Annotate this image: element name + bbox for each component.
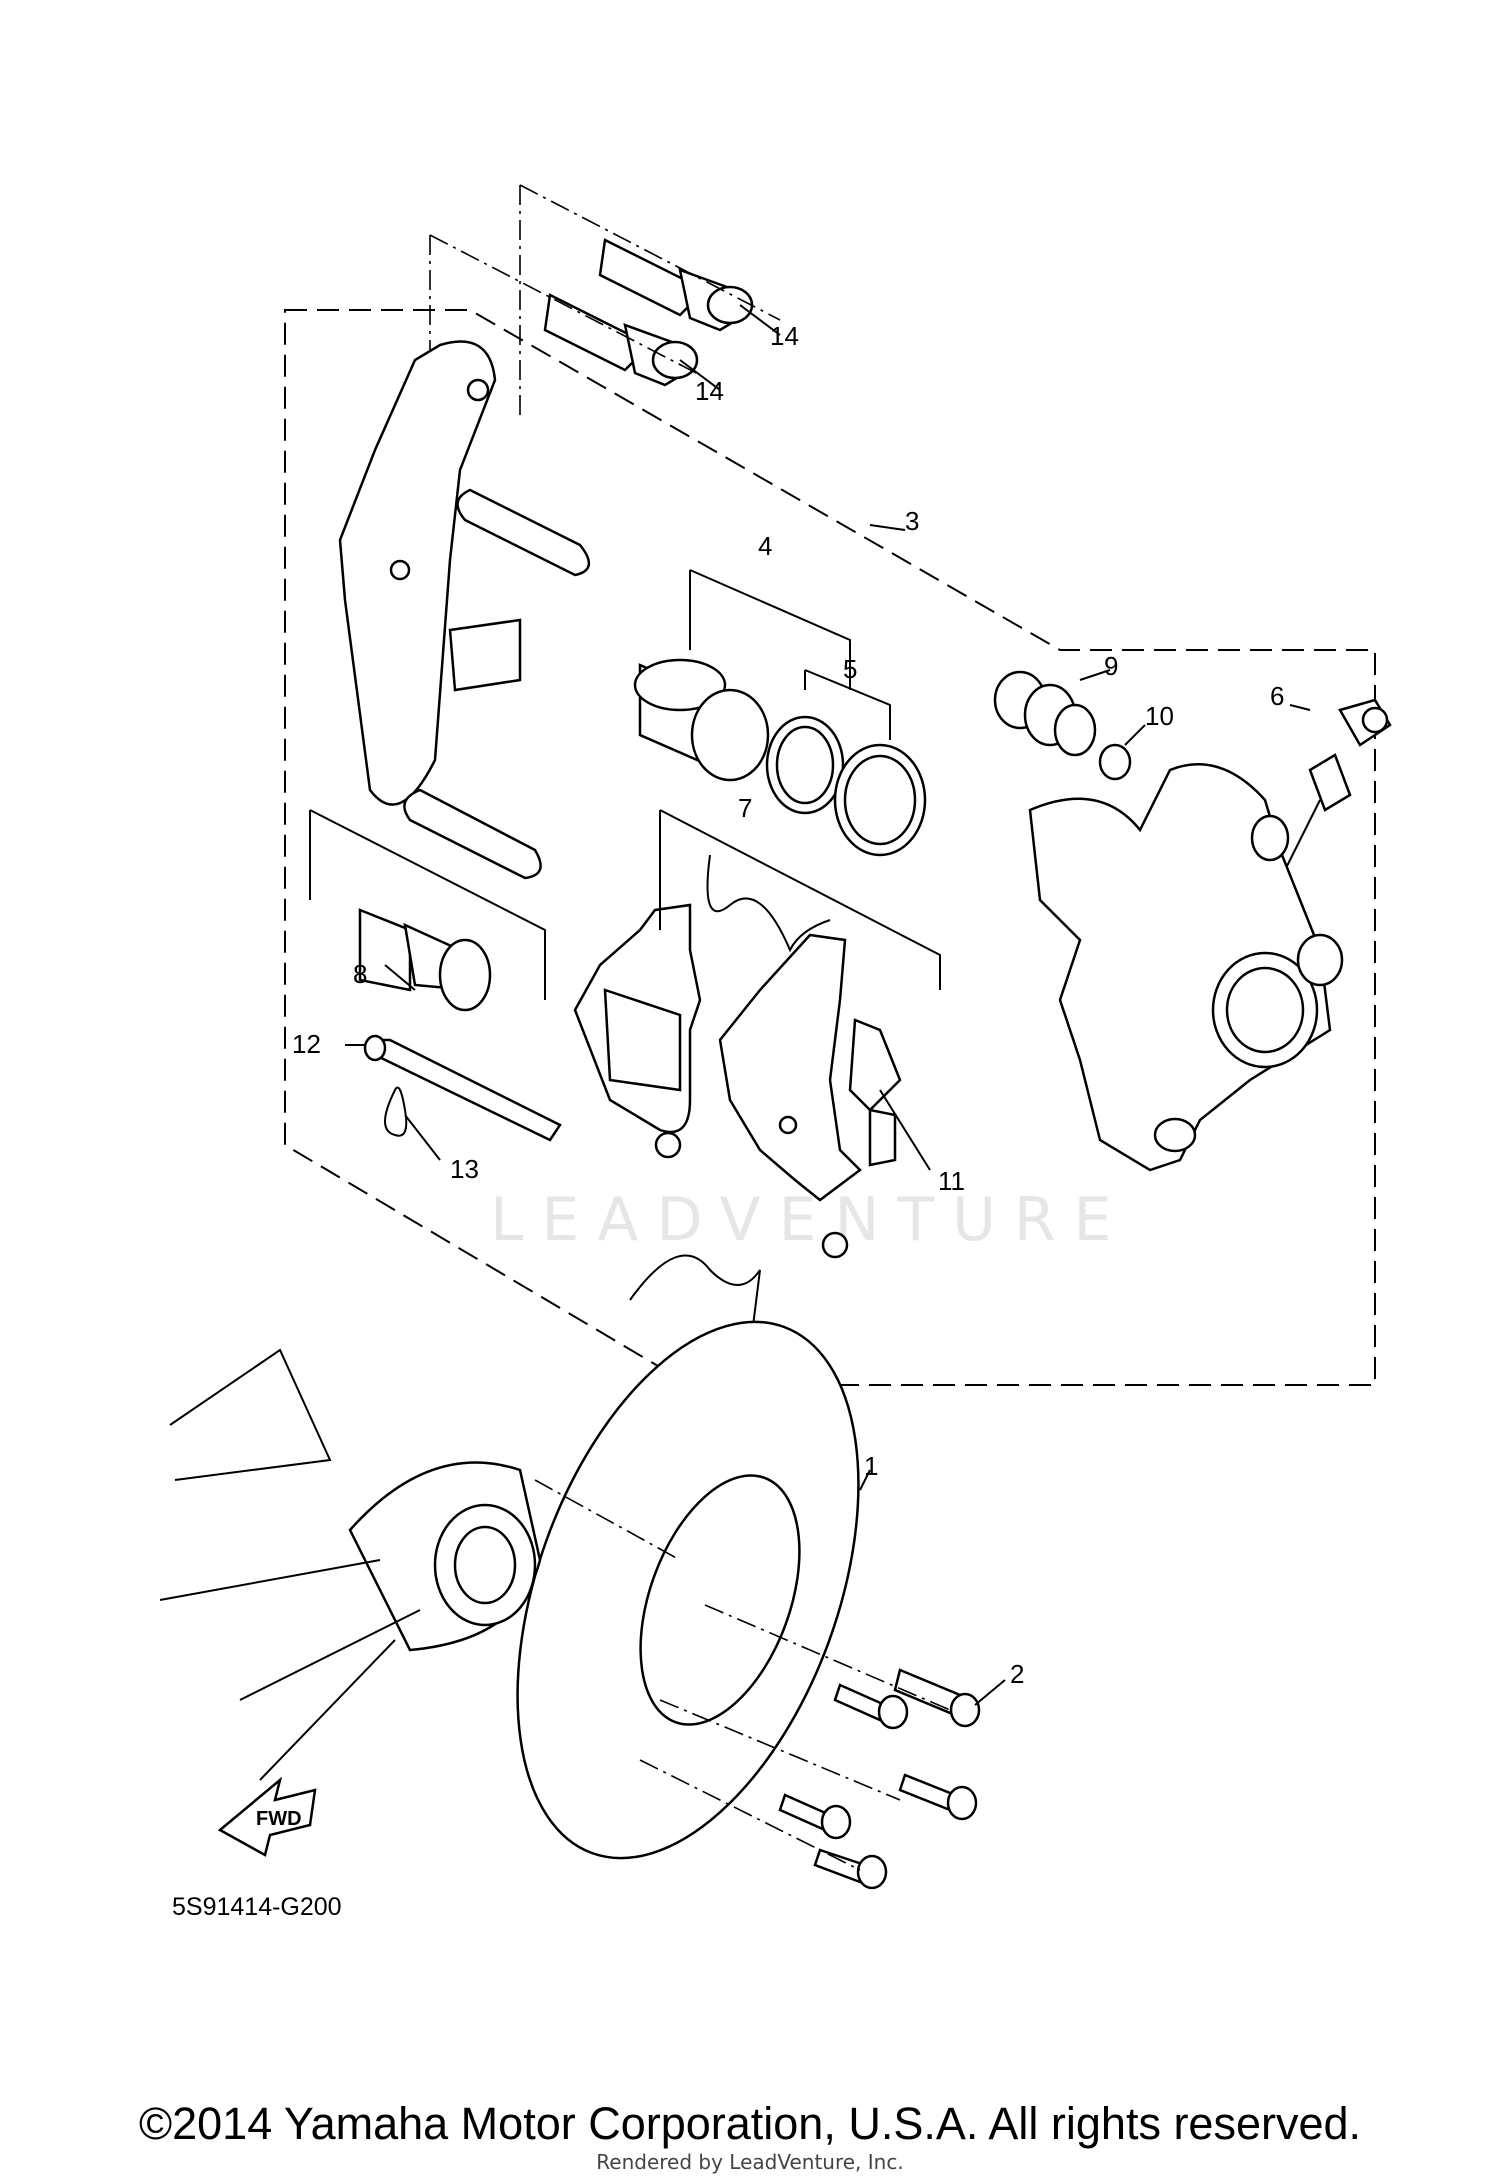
clip-13 — [384, 1086, 408, 1137]
label-9: 9 — [1104, 651, 1118, 681]
copyright-notice: ©2014 Yamaha Motor Corporation, U.S.A. A… — [138, 2098, 1362, 2149]
label-8: 8 — [353, 959, 367, 989]
label-1: 1 — [864, 1451, 878, 1481]
label-12: 12 — [292, 1029, 321, 1059]
caliper-body — [1028, 763, 1344, 1172]
label-14-upper: 14 — [770, 321, 799, 351]
hub-axis — [534, 1479, 681, 1561]
wheel-hub — [348, 1461, 542, 1652]
watermark-text: LEADVENTURE — [490, 1185, 1130, 1255]
piston-seals-5 — [765, 715, 927, 857]
fwd-label: FWD — [256, 1808, 302, 1830]
label-11: 11 — [938, 1166, 965, 1196]
brake-disc-1 — [516, 1320, 860, 1860]
leader-lines — [345, 304, 1311, 1706]
piston-4 — [633, 658, 770, 782]
label-4: 4 — [758, 531, 772, 561]
label-2: 2 — [1010, 1659, 1024, 1689]
disc-bolt-guide-lines — [639, 1604, 951, 1871]
label-10: 10 — [1145, 701, 1174, 731]
pad-pin-12 — [363, 1034, 562, 1142]
boot-9 — [993, 670, 1097, 757]
bleeder-screw-6 — [1308, 698, 1392, 812]
bolt-14-lower — [543, 293, 699, 387]
bracket-8 — [309, 809, 546, 1000]
label-14-lower: 14 — [695, 376, 724, 406]
brake-pad-7-right — [718, 933, 862, 1259]
caliper-bracket — [338, 340, 590, 880]
washer-10 — [1098, 743, 1132, 781]
label-3: 3 — [905, 506, 919, 536]
brake-pad-7-left — [573, 903, 702, 1159]
fwd-arrow-icon: FWD — [217, 1776, 317, 1857]
bolt-14-guide-lines — [429, 184, 781, 420]
disc-bolts-2 — [778, 1668, 981, 1890]
rendered-by-notice: Rendered by LeadVenture, Inc. — [596, 2150, 904, 2174]
label-13: 13 — [450, 1154, 479, 1184]
bolt-14-upper — [598, 238, 754, 332]
diagram-code: 5S91414-G200 — [172, 1893, 342, 1921]
slide-pin-8 — [358, 908, 492, 1012]
label-6: 6 — [1270, 681, 1284, 711]
bracket-4-5 — [689, 569, 891, 740]
pad-spring-7 — [706, 854, 831, 953]
label-7: 7 — [738, 793, 752, 823]
pad-support-11 — [848, 1018, 902, 1167]
swingarm-outline — [159, 1348, 421, 1781]
pad-spring-lower — [629, 1254, 761, 1351]
caliper-assembly-boundary — [284, 309, 1376, 1386]
bracket-7 — [659, 809, 941, 990]
label-5: 5 — [843, 654, 857, 684]
